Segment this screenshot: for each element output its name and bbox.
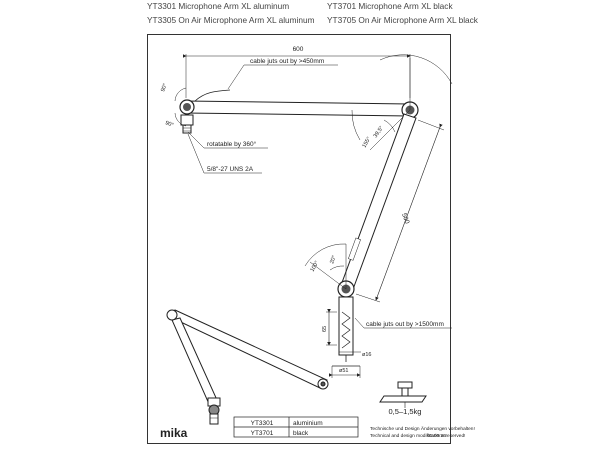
product-line-1: YT3301 Microphone Arm XL aluminum: [147, 1, 290, 11]
table-row-2-finish: black: [293, 430, 309, 437]
upper-arm: [179, 89, 411, 134]
dimension-51: ø51: [339, 368, 348, 374]
note-english: Technical and design modifications reser…: [370, 433, 465, 439]
rotatable-label: rotatable by 360°: [207, 140, 257, 148]
mount-pole: [338, 296, 354, 362]
weight-label: 0,5–1,5kg: [389, 407, 422, 416]
spec-table: YT3301 aluminium YT3701 black: [233, 416, 359, 438]
dimension-500: 500: [400, 212, 410, 225]
dimension-65: 65: [322, 326, 328, 332]
note-german: Technische und Design Änderungen vorbeha…: [370, 425, 475, 432]
clamp-weight-icon: [379, 381, 427, 408]
lower-arm: [339, 113, 417, 293]
cable-bottom-label: cable juts out by >1500mm: [366, 321, 444, 328]
dimension-16: ø16: [362, 352, 371, 358]
angle-100: 100°: [310, 260, 321, 273]
thread-label: 5/8"-27 UNS 2A: [207, 166, 254, 173]
dimension-600: 600: [293, 46, 304, 53]
table-row-1-finish: aluminium: [293, 420, 323, 427]
product-line-2: YT3305 On Air Microphone Arm XL aluminum: [147, 15, 315, 25]
mika-logo: mika: [160, 426, 188, 440]
table-row-2-code: YT3701: [251, 430, 274, 437]
angle-155: 155°: [362, 136, 373, 149]
drawing-sheet: [147, 34, 451, 444]
angle-90-lower: 90°: [164, 120, 174, 128]
angle-90-upper: 90°: [160, 83, 168, 93]
product-line-3: YT3701 Microphone Arm XL black: [327, 1, 453, 11]
arm-perspective-view: [166, 309, 329, 425]
date-label: 05.09.16: [427, 433, 446, 439]
table-row-1-code: YT3301: [251, 420, 274, 427]
product-line-4: YT3705 On Air Microphone Arm XL black: [327, 15, 478, 25]
cable-top-label: cable juts out by >450mm: [250, 58, 324, 65]
angle-20: 20°: [329, 255, 337, 265]
